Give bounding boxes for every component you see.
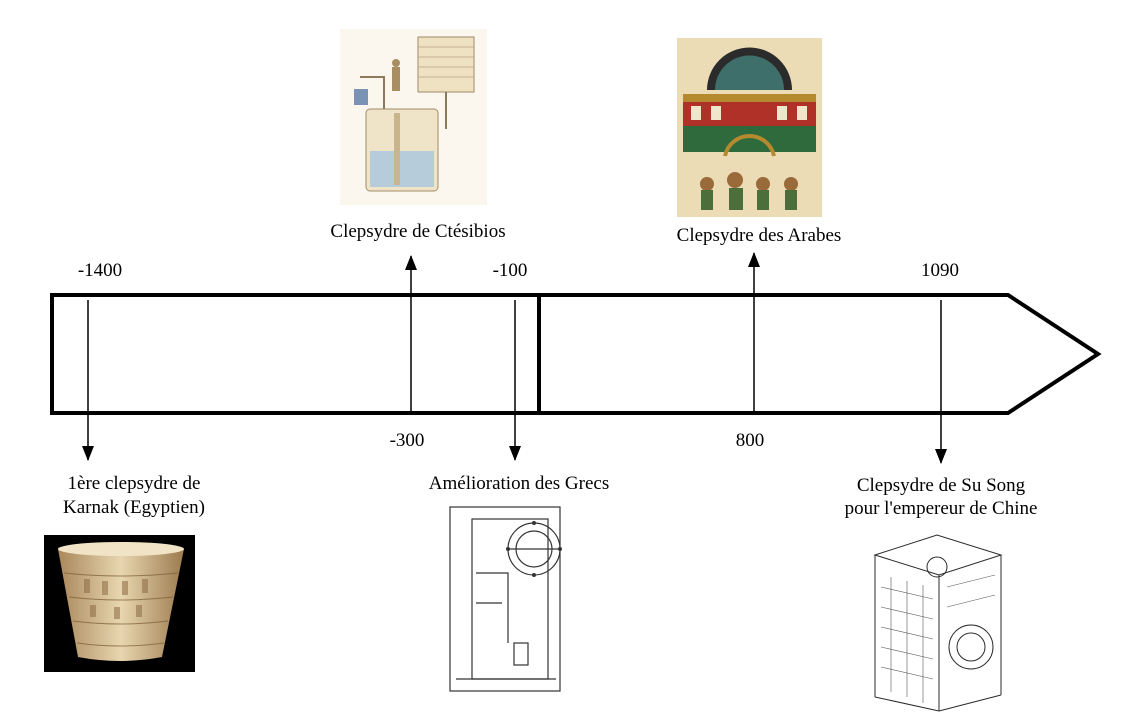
event-ctesibios: Clepsydre de Ctésibios: [330, 221, 505, 242]
su-song-clepsydra-image: [867, 527, 1008, 713]
date-label-5: 1090: [921, 260, 959, 281]
arrowhead-grecs: [509, 446, 521, 461]
karnak-clepsydra-image: [44, 535, 195, 672]
event-susong-line2: pour l'empereur de Chine: [845, 498, 1038, 519]
event-karnak-line1: 1ère clepsydre de: [68, 473, 201, 494]
date-label-4: 800: [736, 430, 765, 451]
arrowhead-susong: [935, 449, 947, 464]
event-arabes: Clepsydre des Arabes: [677, 225, 842, 246]
date-label-1: -1400: [78, 260, 122, 281]
event-grecs: Amélioration des Grecs: [429, 473, 609, 494]
arrowhead-ctesibios: [405, 255, 417, 270]
arrowhead-arabes: [748, 252, 760, 267]
event-susong-line1: Clepsydre de Su Song: [857, 475, 1026, 496]
arab-clepsydra-image: [677, 38, 822, 217]
ctesibios-clepsydra-image: [340, 29, 487, 205]
event-karnak-line2: Karnak (Egyptien): [63, 497, 205, 518]
arrowhead-karnak: [82, 446, 94, 461]
date-label-2: -300: [390, 430, 425, 451]
timeline-bar: [50, 293, 1102, 415]
date-label-3: -100: [493, 260, 528, 281]
greek-clepsydra-image: [446, 503, 566, 694]
